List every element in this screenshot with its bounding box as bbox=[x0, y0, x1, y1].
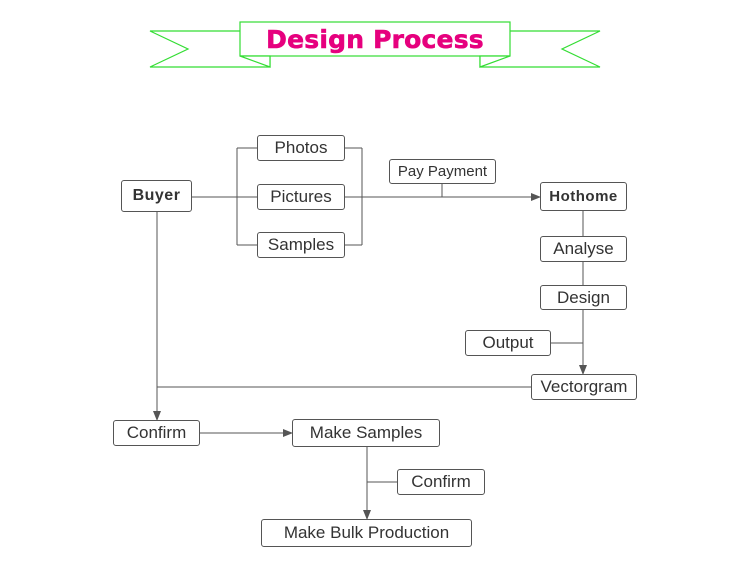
node-hothome: Hothome bbox=[540, 182, 627, 211]
node-vectorgram: Vectorgram bbox=[531, 374, 637, 400]
node-pay-payment: Pay Payment bbox=[389, 159, 496, 184]
node-samples: Samples bbox=[257, 232, 345, 258]
node-analyse: Analyse bbox=[540, 236, 627, 262]
node-pictures: Pictures bbox=[257, 184, 345, 210]
ribbon-left-fold bbox=[239, 55, 271, 68]
node-confirm-samples: Confirm bbox=[397, 469, 485, 495]
node-output: Output bbox=[465, 330, 551, 356]
node-confirm-buyer: Confirm bbox=[113, 420, 200, 446]
node-photos: Photos bbox=[257, 135, 345, 161]
node-make-samples: Make Samples bbox=[292, 419, 440, 447]
diagram-title: Design Process bbox=[266, 24, 484, 54]
title-ribbon bbox=[149, 21, 601, 68]
node-buyer: Buyer bbox=[121, 180, 192, 212]
node-make-bulk-production: Make Bulk Production bbox=[261, 519, 472, 547]
ribbon-center bbox=[239, 21, 511, 57]
ribbon-right-fold bbox=[479, 55, 511, 68]
node-design: Design bbox=[540, 285, 627, 310]
